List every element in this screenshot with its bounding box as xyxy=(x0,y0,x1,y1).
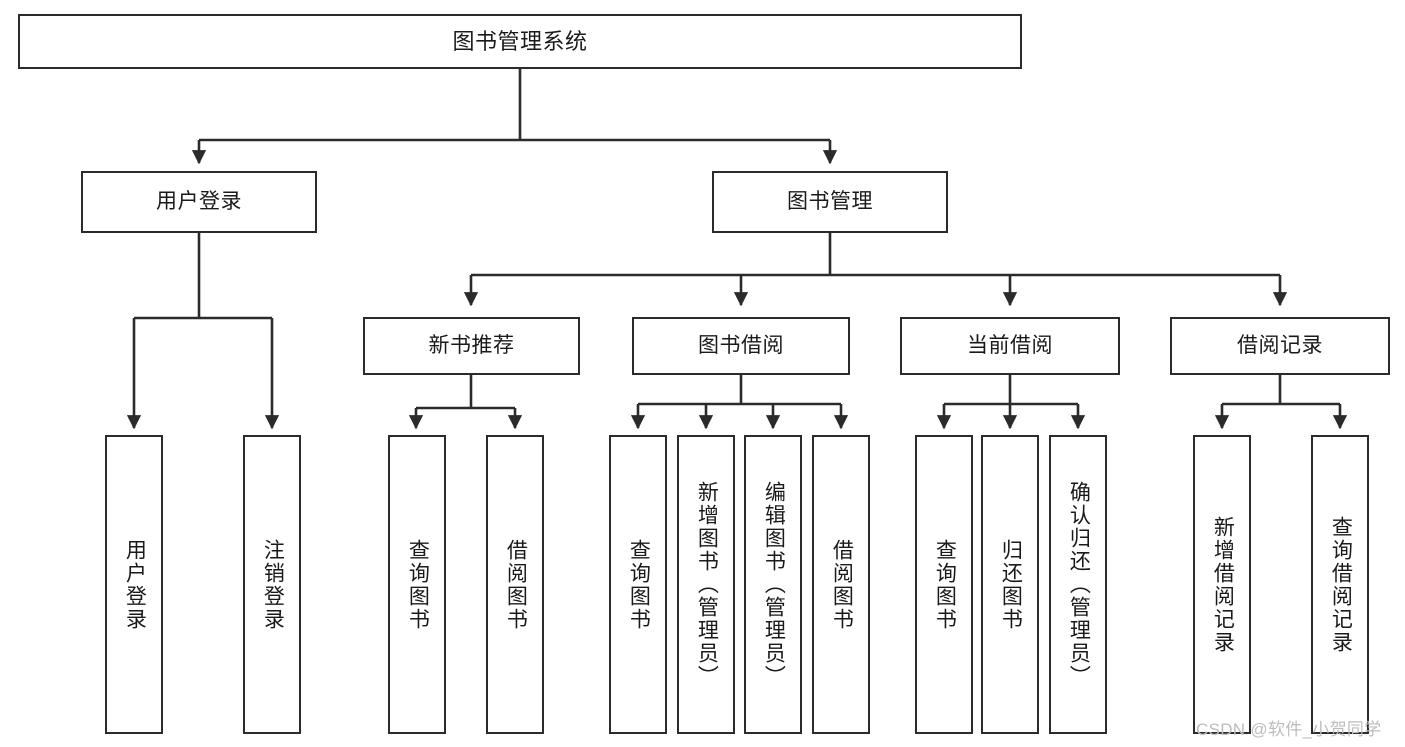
leaf-query-borrow-record-label: 查询借阅记录 xyxy=(1329,515,1353,654)
leaf-return-book[interactable]: 归还图书 xyxy=(981,435,1039,734)
leaf-user-login-label: 用户登录 xyxy=(123,538,147,631)
leaf-logout[interactable]: 注销登录 xyxy=(243,435,301,734)
leaf-logout-label: 注销登录 xyxy=(261,538,285,631)
node-root-label: 图书管理系统 xyxy=(452,28,588,54)
node-borrow-record[interactable]: 借阅记录 xyxy=(1170,317,1390,375)
leaf-add-borrow-record-label: 新增借阅记录 xyxy=(1211,515,1235,654)
node-user-login-label: 用户登录 xyxy=(156,189,242,213)
node-root[interactable]: 图书管理系统 xyxy=(18,14,1022,69)
node-borrow-record-label: 借阅记录 xyxy=(1237,333,1323,357)
leaf-borrow-book[interactable]: 借阅图书 xyxy=(812,435,870,734)
node-book-borrow-label: 图书借阅 xyxy=(698,333,784,357)
node-book-borrow[interactable]: 图书借阅 xyxy=(632,317,850,375)
leaf-query-book-borrow[interactable]: 查询图书 xyxy=(609,435,667,734)
leaf-add-borrow-record[interactable]: 新增借阅记录 xyxy=(1193,435,1251,734)
leaf-query-book-recommend[interactable]: 查询图书 xyxy=(388,435,446,734)
leaf-query-book-recommend-label: 查询图书 xyxy=(406,538,430,631)
leaf-confirm-return-admin-label: 确认归还（管理员） xyxy=(1067,481,1091,688)
node-user-login[interactable]: 用户登录 xyxy=(81,171,317,233)
node-new-book-recommend-label: 新书推荐 xyxy=(428,333,515,357)
leaf-query-book-current[interactable]: 查询图书 xyxy=(915,435,973,734)
leaf-query-book-borrow-label: 查询图书 xyxy=(627,538,651,631)
leaf-borrow-book-label: 借阅图书 xyxy=(830,538,854,631)
node-current-borrow[interactable]: 当前借阅 xyxy=(900,317,1120,375)
node-new-book-recommend[interactable]: 新书推荐 xyxy=(363,317,580,375)
leaf-return-book-label: 归还图书 xyxy=(999,538,1023,631)
leaf-user-login[interactable]: 用户登录 xyxy=(105,435,163,734)
node-book-management[interactable]: 图书管理 xyxy=(712,171,948,233)
node-current-borrow-label: 当前借阅 xyxy=(967,333,1053,357)
leaf-add-book-admin[interactable]: 新增图书（管理员） xyxy=(677,435,735,734)
leaf-confirm-return-admin[interactable]: 确认归还（管理员） xyxy=(1049,435,1107,734)
leaf-borrow-book-recommend-label: 借阅图书 xyxy=(504,538,528,631)
leaf-query-book-current-label: 查询图书 xyxy=(933,538,957,631)
leaf-edit-book-admin[interactable]: 编辑图书（管理员） xyxy=(744,435,802,734)
leaf-edit-book-admin-label: 编辑图书（管理员） xyxy=(762,481,786,688)
leaf-query-borrow-record[interactable]: 查询借阅记录 xyxy=(1311,435,1369,734)
leaf-borrow-book-recommend[interactable]: 借阅图书 xyxy=(486,435,544,734)
node-book-management-label: 图书管理 xyxy=(787,189,873,213)
leaf-add-book-admin-label: 新增图书（管理员） xyxy=(695,481,719,688)
